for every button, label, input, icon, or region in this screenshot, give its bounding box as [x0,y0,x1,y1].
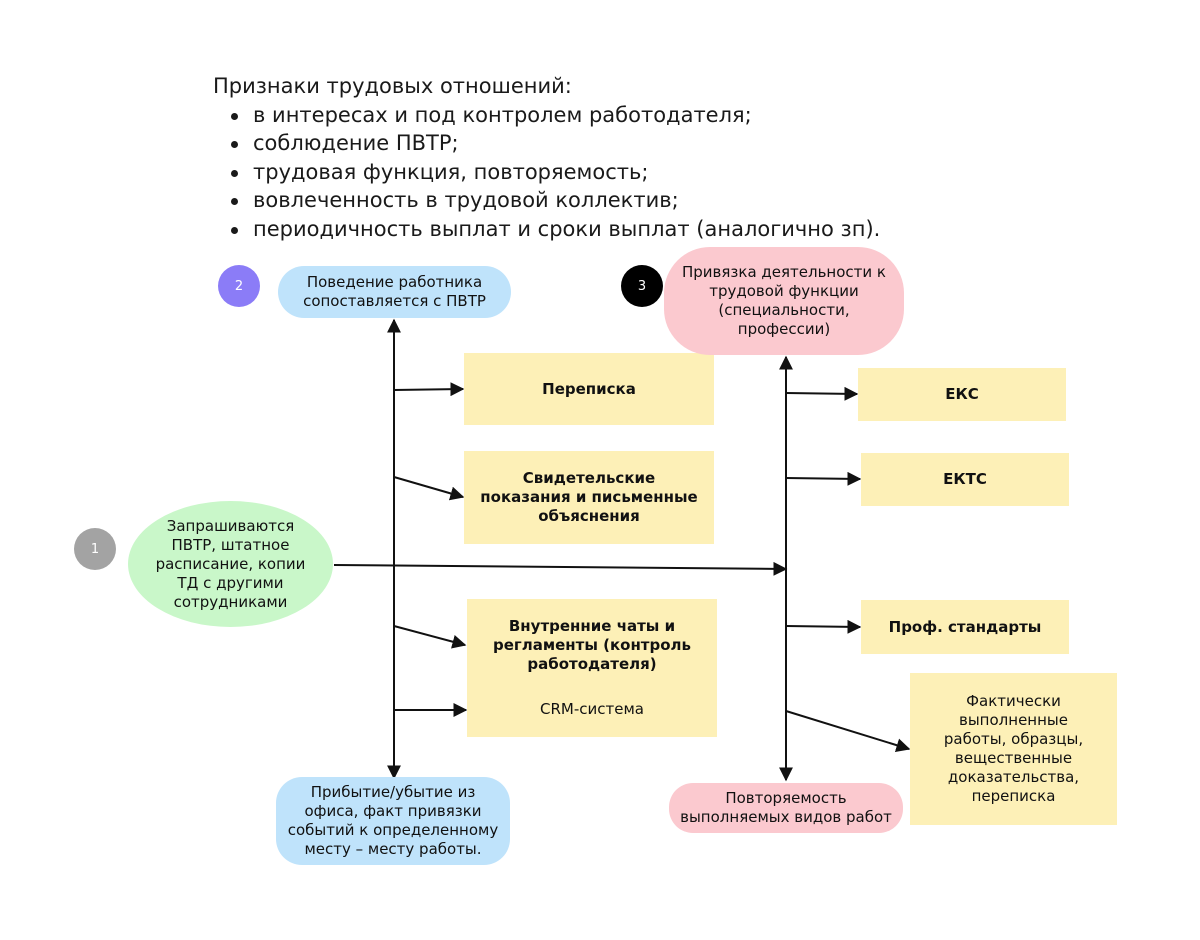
arrival-node-text: Прибытие/убытие из офиса, факт привязки … [287,783,499,858]
criteria-item: соблюдение ПВТР; [231,129,1013,158]
criteria-item: трудовая функция, повторяемость; [231,158,1013,187]
header-title: Признаки трудовых отношений: [213,74,572,98]
crm-text: CRM-система [540,700,644,718]
eks-text: ЕКС [945,385,979,403]
repeat-node-text: Повторяемость выполняемых видов работ [680,789,892,826]
arrow-to-ekts [785,471,862,486]
repeat-node: Повторяемость выполняемых видов работ [669,783,903,833]
header-block: Признаки трудовых отношений: в интересах… [213,72,1013,243]
criteria-item: в интересах и под контролем работодателя… [231,101,1013,130]
step-badge-2: 2 [218,265,260,307]
arrow-to-eks [785,386,859,401]
actual-works-box: Фактически выполненные работы, образцы, … [910,673,1117,825]
behavior-node-text: Поведение работника сопоставляется с ПВТ… [303,273,486,310]
arrow-to-correspondence [393,382,465,397]
arrow-to-prof [785,619,862,634]
step-badge-1: 1 [74,528,116,570]
eks-box: ЕКС [858,368,1066,421]
prof-standards-text: Проф. стандарты [888,617,1042,636]
testimony-text: Свидетельские показания и письменные объ… [480,469,698,525]
start-node: Запрашиваются ПВТР, штатное расписание, … [128,501,333,627]
arrow-to-chats [393,625,467,649]
arrow-start-to-right [333,561,788,576]
criteria-item: вовлеченность в трудовой коллектив; [231,186,1013,215]
prof-standards-box: Проф. стандарты [861,600,1069,654]
step-badge-3: 3 [621,265,663,307]
binding-node: Привязка деятельности к трудовой функции… [664,247,904,355]
arrow-to-actual [785,710,911,752]
testimony-box: Свидетельские показания и письменные объ… [464,451,714,544]
chats-title: Внутренние чаты и регламенты (контроль р… [492,617,692,673]
correspondence-text: Переписка [542,379,636,398]
binding-node-text: Привязка деятельности к трудовой функции… [682,263,886,338]
criteria-list: в интересах и под контролем работодателя… [213,101,1013,244]
chats-box: Внутренние чаты и регламенты (контроль р… [467,599,717,737]
behavior-node: Поведение работника сопоставляется с ПВТ… [278,266,511,318]
actual-works-text: Фактически выполненные работы, образцы, … [943,692,1084,805]
start-node-text: Запрашиваются ПВТР, штатное расписание, … [155,516,306,611]
criteria-item: периодичность выплат и сроки выплат (ана… [231,215,1013,244]
arrival-node: Прибытие/убытие из офиса, факт привязки … [276,777,510,865]
ekts-text: ЕКТС [943,470,987,488]
ekts-box: ЕКТС [861,453,1069,506]
correspondence-box: Переписка [464,353,714,425]
arrow-to-testimony [393,476,465,501]
